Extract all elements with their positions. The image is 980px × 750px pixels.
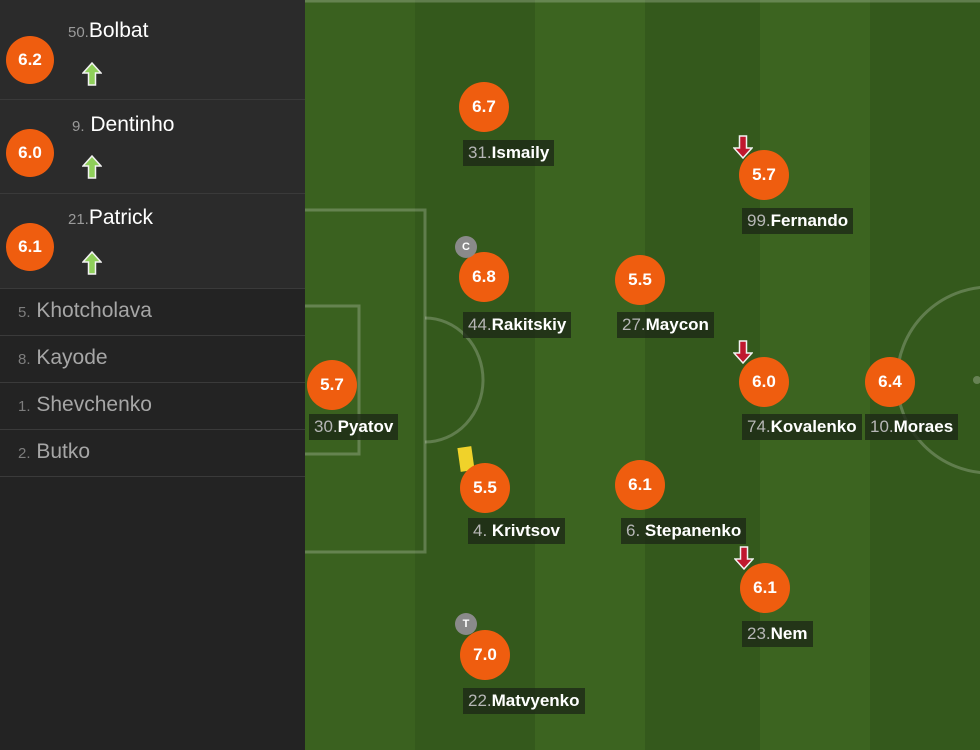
rating-badge: 6.1 — [740, 563, 790, 613]
rating-badge: 6.2 — [6, 36, 54, 84]
up-arrow-icon — [82, 251, 102, 275]
player-name: 23.Nem — [742, 621, 813, 647]
lineup-panel: 6.2 50.Bolbat 6.0 9. Dentinho 6.1 21.Pat… — [0, 0, 305, 750]
bench-row[interactable]: 5. Khotcholava — [0, 289, 305, 336]
rating-badge: 6.0 — [739, 357, 789, 407]
player-name: 4. Krivtsov — [468, 518, 565, 544]
bench-row[interactable]: 1. Shevchenko — [0, 383, 305, 430]
substitute-name: 9. Dentinho — [72, 113, 175, 136]
pitch: 6.7 31.Ismaily 5.7 99.Fernando 6.8 C 44.… — [305, 0, 980, 750]
substitute-name: 50.Bolbat — [68, 19, 149, 42]
tag-badge: T — [455, 613, 477, 635]
rating-badge: 6.8 — [459, 252, 509, 302]
player-name: 22.Matvyenko — [463, 688, 585, 714]
bench-player-name: 8. Kayode — [18, 346, 108, 369]
player-name: 27.Maycon — [617, 312, 714, 338]
player-name: 74.Kovalenko — [742, 414, 862, 440]
pitch-stripe — [535, 0, 645, 750]
rating-badge: 6.1 — [615, 460, 665, 510]
rating-badge: 5.5 — [615, 255, 665, 305]
rating-badge: 6.4 — [865, 357, 915, 407]
rating-badge: 5.7 — [307, 360, 357, 410]
substitute-row[interactable]: 6.0 9. Dentinho — [0, 100, 305, 194]
bench-row[interactable]: 8. Kayode — [0, 336, 305, 383]
bench-player-name: 1. Shevchenko — [18, 393, 152, 416]
up-arrow-icon — [82, 62, 102, 86]
down-arrow-icon — [733, 135, 753, 159]
substitute-row[interactable]: 6.2 50.Bolbat — [0, 0, 305, 100]
substitute-name: 21.Patrick — [68, 206, 154, 229]
down-arrow-icon — [734, 546, 754, 570]
player-name: 10.Moraes — [865, 414, 959, 440]
bench-player-name: 2. Butko — [18, 440, 91, 463]
rating-badge: 6.7 — [459, 82, 509, 132]
rating-badge: 6.1 — [6, 223, 54, 271]
substitute-row[interactable]: 6.1 21.Patrick — [0, 194, 305, 289]
down-arrow-icon — [733, 340, 753, 364]
player-name: 31.Ismaily — [463, 140, 555, 166]
up-arrow-icon — [82, 155, 102, 179]
rating-badge: 5.5 — [460, 463, 510, 513]
rating-badge: 7.0 — [460, 630, 510, 680]
rating-badge: 6.0 — [6, 129, 54, 177]
pitch-markings — [305, 0, 980, 554]
rating-badge: 5.7 — [739, 150, 789, 200]
bench-row[interactable]: 2. Butko — [0, 430, 305, 477]
bench-player-name: 5. Khotcholava — [18, 299, 152, 322]
player-name: 6. Stepanenko — [621, 518, 747, 544]
player-name: 44.Rakitskiy — [463, 312, 572, 338]
player-name: 99.Fernando — [742, 208, 854, 234]
captain-badge: C — [455, 236, 477, 258]
player-name: 30.Pyatov — [309, 414, 399, 440]
